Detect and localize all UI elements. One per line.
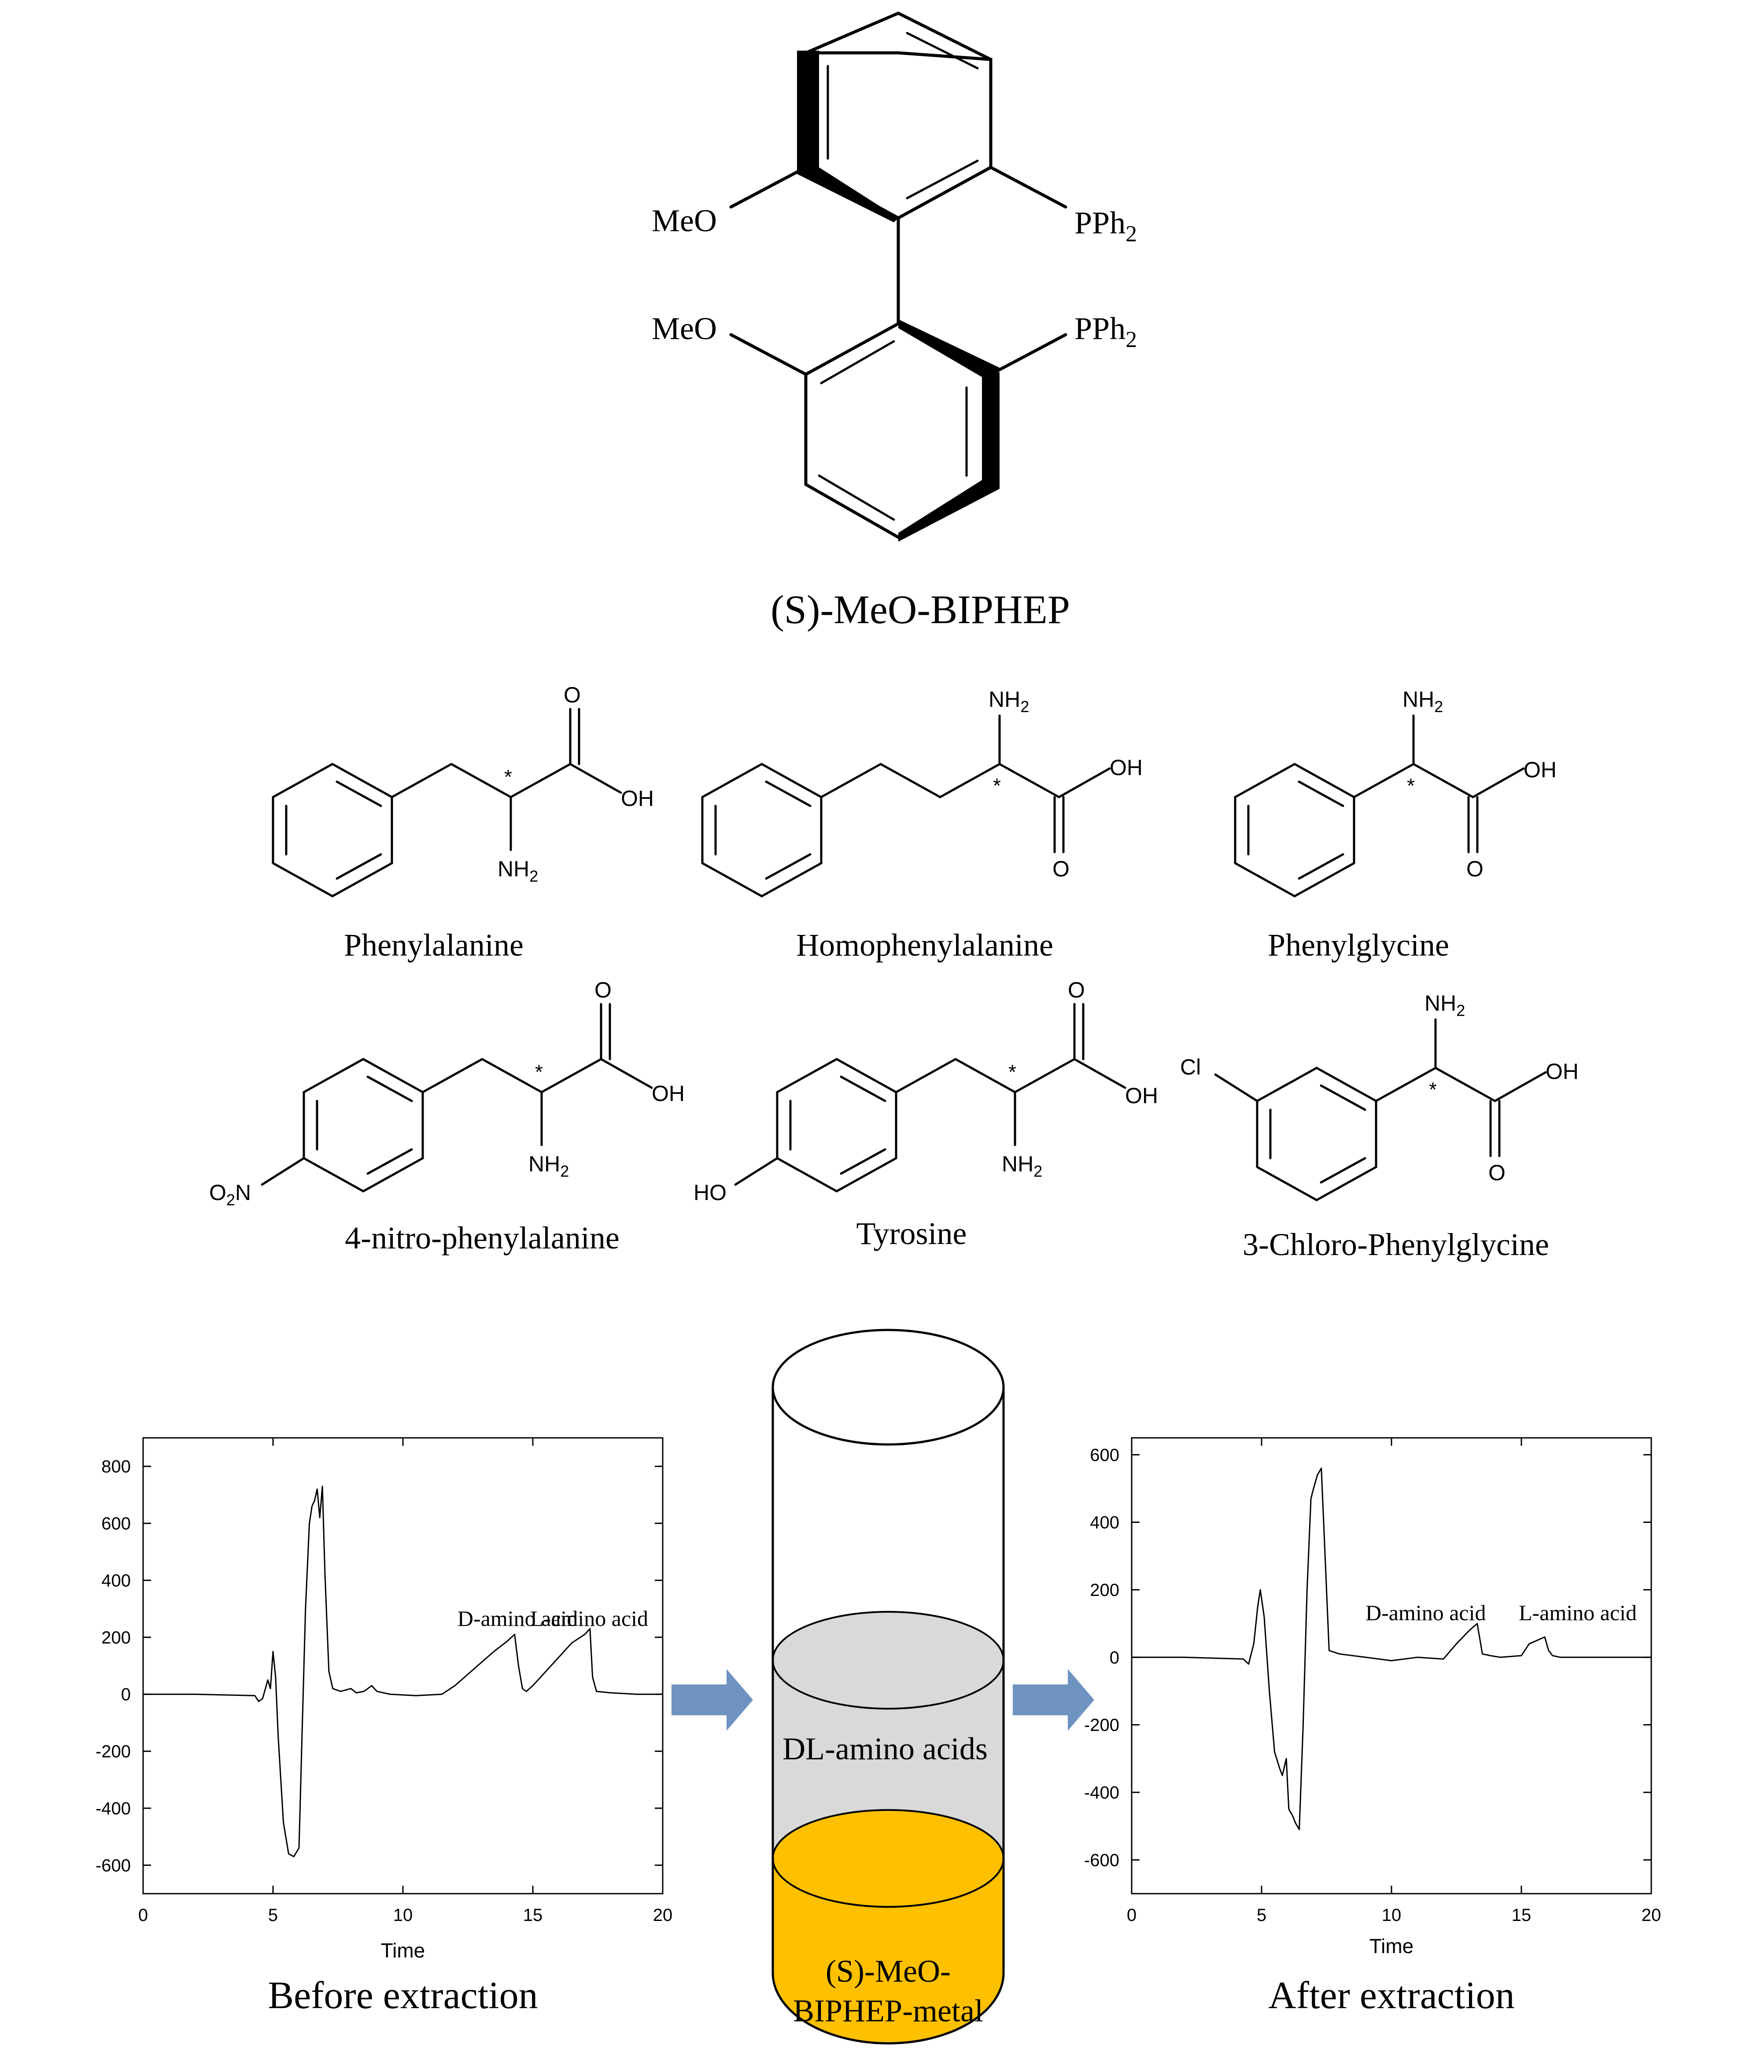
oxo-label: O xyxy=(1488,1160,1506,1185)
oxo-label: O xyxy=(594,978,612,1002)
biphep-structure: MeO MeO PPh2 PPh2 (S)-MeO-BIPHEP xyxy=(652,11,1137,632)
y-tick-label: 800 xyxy=(101,1457,131,1477)
structure-phenylglycine: NH2 OH O * Phenylglycine xyxy=(1234,687,1557,963)
chloro-label: Cl xyxy=(1180,1055,1201,1079)
phenol-hydroxyl-label: HO xyxy=(694,1180,727,1205)
name-4-nitro-phenylalanine: 4-nitro-phenylalanine xyxy=(345,1220,620,1256)
stereocenter-marker: * xyxy=(993,774,1001,797)
y-tick-label: 400 xyxy=(1090,1513,1119,1533)
peak-annotation: L-amino acid xyxy=(530,1606,648,1631)
y-tick-label: 600 xyxy=(101,1514,131,1533)
name-homophenylalanine: Homophenylalanine xyxy=(796,927,1053,963)
stereocenter-marker: * xyxy=(1407,774,1415,797)
x-tick-label: 15 xyxy=(523,1906,543,1925)
stereocenter-marker: * xyxy=(1008,1060,1016,1083)
hydroxyl-label: OH xyxy=(652,1081,685,1106)
oxo-label: O xyxy=(564,683,581,707)
chromatogram-trace xyxy=(143,1485,663,1858)
plot-frame xyxy=(142,1437,664,1895)
y-tick-label: -600 xyxy=(96,1856,131,1875)
x-tick-label: 0 xyxy=(1127,1906,1137,1925)
x-tick-label: 0 xyxy=(138,1906,148,1925)
chromatogram-trace xyxy=(1132,1467,1651,1830)
x-tick-label: 15 xyxy=(1512,1906,1532,1925)
y-tick-label: 200 xyxy=(101,1628,131,1647)
y-tick-label: -400 xyxy=(1084,1783,1119,1802)
x-tick-label: 5 xyxy=(268,1906,278,1925)
hydroxyl-label: OH xyxy=(1125,1083,1158,1108)
oxo-label: O xyxy=(1068,978,1085,1002)
plot-frame xyxy=(1131,1437,1652,1895)
hydroxyl-label: OH xyxy=(621,786,654,811)
amino-label: NH2 xyxy=(528,1152,569,1180)
y-tick-label: 200 xyxy=(1090,1581,1119,1600)
amino-label: NH2 xyxy=(498,857,538,885)
extraction-tube: DL-amino acids (S)-MeO- BIPHEP-metal xyxy=(771,1329,1005,2045)
nitro-label: O2N xyxy=(209,1180,251,1209)
structure-phenylalanine: O OH NH2 * Phenylalanine xyxy=(272,683,654,963)
chart-caption: After extraction xyxy=(1268,1974,1515,2017)
tube-opening xyxy=(771,1329,1005,1446)
hydroxyl-label: OH xyxy=(1524,757,1557,782)
upper-phase-label: DL-amino acids xyxy=(782,1731,988,1766)
x-tick-label: 10 xyxy=(393,1906,413,1925)
y-tick-label: -200 xyxy=(1084,1716,1119,1735)
x-axis-label: Time xyxy=(381,1939,425,1962)
upper-phase-surface xyxy=(772,1611,1004,1710)
x-axis-label: Time xyxy=(1369,1935,1414,1958)
name-3-chloro-phenylglycine: 3-Chloro-Phenylglycine xyxy=(1243,1227,1549,1262)
y-tick-label: 0 xyxy=(1110,1648,1119,1667)
meo-label-top: MeO xyxy=(652,203,717,238)
x-tick-label: 20 xyxy=(1642,1906,1661,1925)
oxo-label: O xyxy=(1052,857,1070,881)
hydroxyl-label: OH xyxy=(1110,755,1143,780)
y-tick-label: -600 xyxy=(1084,1850,1119,1870)
peak-annotation: D-amino acid xyxy=(1365,1600,1486,1625)
x-tick-label: 10 xyxy=(1382,1906,1402,1925)
lower-phase-label-line1: (S)-MeO- xyxy=(826,1954,951,1989)
oxo-label: O xyxy=(1466,857,1484,881)
amino-label: NH2 xyxy=(989,687,1029,716)
amino-label: NH2 xyxy=(1002,1152,1042,1180)
x-tick-label: 20 xyxy=(653,1906,673,1925)
y-tick-label: 0 xyxy=(121,1685,131,1704)
structure-homophenylalanine: NH2 OH O * Homophenylalanine xyxy=(701,687,1143,963)
name-phenylglycine: Phenylglycine xyxy=(1268,927,1449,963)
structure-3-chloro-phenylglycine: NH2 OH O * Cl 3-Chloro-Phenylglycine xyxy=(1180,991,1579,1262)
arrow-right-icon xyxy=(1013,1669,1094,1731)
lower-phase-label-line2: BIPHEP-metal xyxy=(793,1993,983,2028)
amino-label: NH2 xyxy=(1402,687,1443,716)
x-tick-label: 5 xyxy=(1257,1906,1266,1925)
meo-label-bottom: MeO xyxy=(652,311,717,346)
y-tick-label: 400 xyxy=(101,1571,131,1590)
y-tick-label: -400 xyxy=(96,1799,131,1818)
pph2-label-bottom: PPh2 xyxy=(1074,311,1137,352)
upper-phase-fill xyxy=(773,1660,1004,1858)
stereocenter-marker: * xyxy=(535,1060,543,1083)
name-tyrosine: Tyrosine xyxy=(856,1216,967,1251)
structure-tyrosine: O OH NH2 * HO Tyrosine xyxy=(694,978,1158,1251)
chart-caption: Before extraction xyxy=(268,1974,538,2017)
arrow-right-icon xyxy=(672,1669,753,1731)
y-tick-label: 600 xyxy=(1090,1445,1119,1465)
peak-annotation: L-amino acid xyxy=(1519,1600,1637,1625)
amino-label: NH2 xyxy=(1424,991,1465,1019)
catalyst-name: (S)-MeO-BIPHEP xyxy=(771,587,1070,632)
structure-4-nitro-phenylalanine: O OH NH2 * O2N 4-nitro-phenylalanine xyxy=(209,978,685,1256)
chromatogram-before: 0 5 10 15 20 -600 -400 -200 0 200 400 600 800D-amino… xyxy=(96,1437,673,2017)
pph2-label-top: PPh2 xyxy=(1074,205,1137,247)
stereocenter-marker: * xyxy=(504,765,512,788)
peak-annotation: D-amino acid xyxy=(458,1606,578,1631)
name-phenylalanine: Phenylalanine xyxy=(344,927,524,963)
hydroxyl-label: OH xyxy=(1546,1059,1579,1084)
stereocenter-marker: * xyxy=(1429,1078,1437,1101)
y-tick-label: -200 xyxy=(96,1742,131,1762)
